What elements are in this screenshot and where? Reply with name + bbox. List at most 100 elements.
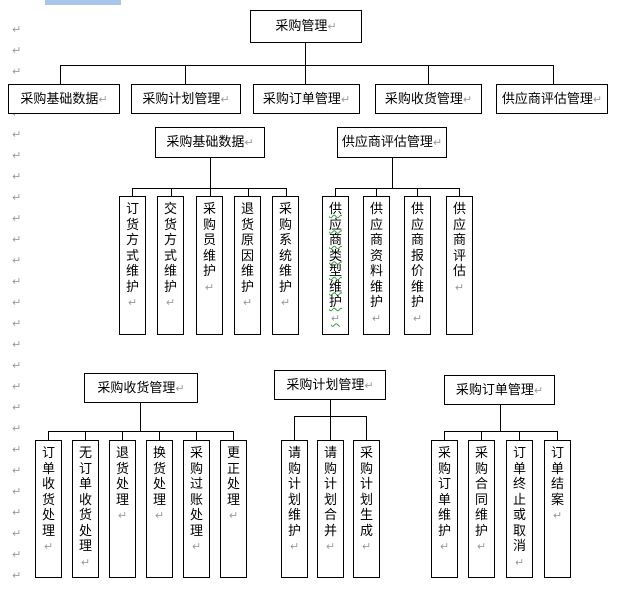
node-supplier-assessment[interactable]: 供应商评估↵ [446, 196, 473, 335]
node-label: 退货处理↵ [115, 446, 129, 522]
node-label: 订单收货处理↵ [41, 446, 55, 553]
connector-group-d-drop-3 [366, 416, 367, 440]
node-requisition-plan-maintenance[interactable]: 请购计划维护↵ [281, 440, 308, 578]
connector-group-c-drop-1 [48, 431, 49, 440]
node-order-closure[interactable]: 订单结案↵ [544, 440, 571, 578]
node-label: 交货方式维护↵ [163, 202, 177, 309]
pilcrow-mark: ↵ [127, 296, 138, 309]
node-label: 采购收货管理 [97, 380, 176, 396]
paragraph-mark: ↵ [12, 506, 22, 519]
node-return-processing[interactable]: 退货处理↵ [109, 440, 136, 578]
paragraph-mark: ↵ [12, 149, 22, 162]
node-group-supplier-evaluation-header[interactable]: 供应商评估管理↵ [337, 127, 447, 158]
node-purchase-basic-data[interactable]: 采购基础数据↵ [8, 84, 120, 114]
pilcrow-mark: ↵ [325, 540, 336, 553]
pilcrow-mark: ↵ [244, 136, 254, 149]
pilcrow-mark: ↵ [280, 296, 291, 309]
connector-group-b-drop-1 [335, 188, 336, 196]
connector-group-b-drop-4 [459, 188, 460, 196]
paragraph-mark: ↵ [12, 233, 22, 246]
pilcrow-mark: ↵ [592, 92, 603, 106]
node-requisition-plan-merge[interactable]: 请购计划合并↵ [317, 440, 344, 578]
node-label: 采购管理 [275, 19, 328, 34]
node-label: 订单结案↵ [550, 446, 564, 522]
node-purchase-system-maintenance[interactable]: 采购系统维护↵ [272, 196, 299, 335]
pilcrow-mark: ↵ [552, 509, 563, 522]
node-no-order-receiving-processing[interactable]: 无订单收货处理↵ [72, 440, 99, 578]
paragraph-mark: ↵ [12, 23, 22, 36]
pilcrow-mark: ↵ [412, 311, 423, 325]
node-label: 采购系统维护↵ [278, 202, 292, 309]
node-label: 订货方式维护↵ [125, 202, 139, 309]
node-label: 采购合同维护↵ [474, 446, 488, 553]
node-order-termination-or-cancel[interactable]: 订单终止或取消↵ [506, 440, 533, 578]
pilcrow-mark: ↵ [462, 92, 473, 106]
node-purchase-receiving[interactable]: 采购收货管理↵ [375, 84, 482, 114]
connector-group-c-drop-2 [85, 431, 86, 440]
pilcrow-mark: ↵ [439, 540, 450, 553]
pilcrow-mark: ↵ [191, 540, 202, 553]
pilcrow-mark: ↵ [454, 280, 465, 294]
pilcrow-mark: ↵ [340, 92, 351, 106]
connector-group-c-bus [48, 431, 234, 432]
node-group-purchase-planning-header[interactable]: 采购计划管理↵ [274, 370, 386, 400]
node-label: 采购收货管理 [384, 91, 463, 107]
pilcrow-mark: ↵ [361, 540, 372, 553]
paragraph-mark: ↵ [12, 380, 22, 393]
paragraph-mark: ↵ [12, 65, 22, 78]
node-label: 采购订单维护↵ [437, 446, 451, 553]
node-group-purchase-receiving-header[interactable]: 采购收货管理↵ [84, 373, 198, 403]
node-label: 供应商资料维护↵ [369, 202, 383, 325]
paragraph-mark: ↵ [12, 569, 22, 582]
connector-group-e-bus [444, 431, 557, 432]
node-purchase-order-maintenance[interactable]: 采购订单维护↵ [431, 440, 458, 578]
pilcrow-mark: ↵ [330, 311, 341, 325]
node-supplier-profile-maintenance[interactable]: 供应商资料维护↵ [363, 196, 390, 335]
paragraph-mark: ↵ [12, 296, 22, 309]
node-order-method-maintenance[interactable]: 订货方式维护↵ [119, 196, 146, 335]
node-delivery-method-maintenance[interactable]: 交货方式维护↵ [157, 196, 184, 335]
connector-level2-bus [60, 65, 554, 66]
paragraph-mark: ↵ [12, 422, 22, 435]
connector-group-c-drop-3 [122, 431, 123, 440]
node-group-purchase-basic-data-header[interactable]: 采购基础数据↵ [155, 127, 265, 158]
node-purchase-planning[interactable]: 采购计划管理↵ [131, 84, 241, 114]
node-group-purchase-order-header[interactable]: 采购订单管理↵ [444, 375, 555, 405]
pilcrow-mark: ↵ [514, 555, 525, 569]
node-label: 换货处理↵ [152, 446, 166, 522]
connector-group-a-drop-5 [286, 188, 287, 196]
pilcrow-mark: ↵ [242, 296, 253, 309]
connector-group-d-down [330, 400, 331, 416]
node-label: 采购员维护↵ [202, 202, 216, 294]
paragraph-mark: ↵ [12, 485, 22, 498]
node-purchase-contract-maintenance[interactable]: 采购合同维护↵ [468, 440, 495, 578]
node-supplier-evaluation[interactable]: 供应商评估管理↵ [496, 84, 608, 114]
paragraph-mark: ↵ [12, 170, 22, 183]
node-purchase-management-root[interactable]: 采购管理↵ [250, 10, 362, 43]
pilcrow-mark: ↵ [371, 311, 382, 325]
node-correction-processing[interactable]: 更正处理↵ [220, 440, 247, 578]
node-label: 供应商类型维护↵ [328, 202, 342, 325]
connector-group-d-drop-1 [294, 416, 295, 440]
node-buyer-maintenance[interactable]: 采购员维护↵ [196, 196, 223, 335]
paragraph-mark: ↵ [12, 464, 22, 477]
node-supplier-quotation-maintenance[interactable]: 供应商报价维护↵ [404, 196, 431, 335]
pilcrow-mark: ↵ [327, 20, 337, 33]
node-supplier-type-maintenance[interactable]: 供应商类型维护↵ [322, 196, 349, 335]
node-exchange-processing[interactable]: 换货处理↵ [146, 440, 173, 578]
node-order-receiving-processing[interactable]: 订单收货处理↵ [35, 440, 62, 578]
connector-level2-drop-2 [185, 65, 186, 84]
node-purchase-posting-processing[interactable]: 采购过账处理↵ [183, 440, 210, 578]
node-purchase-order[interactable]: 采购订单管理↵ [253, 84, 360, 114]
paragraph-mark: ↵ [12, 44, 22, 57]
node-label: 采购基础数据 [166, 135, 245, 150]
node-label: 订单终止或取消↵ [512, 446, 526, 569]
connector-level2-drop-5 [553, 65, 554, 84]
node-label: 采购订单管理 [262, 91, 341, 107]
connector-group-a-drop-3 [210, 188, 211, 196]
connector-group-a-drop-1 [132, 188, 133, 196]
node-return-reason-maintenance[interactable]: 退货原因维护↵ [234, 196, 261, 335]
node-label: 更正处理↵ [226, 446, 240, 522]
node-purchase-plan-generation[interactable]: 采购计划生成↵ [353, 440, 380, 578]
